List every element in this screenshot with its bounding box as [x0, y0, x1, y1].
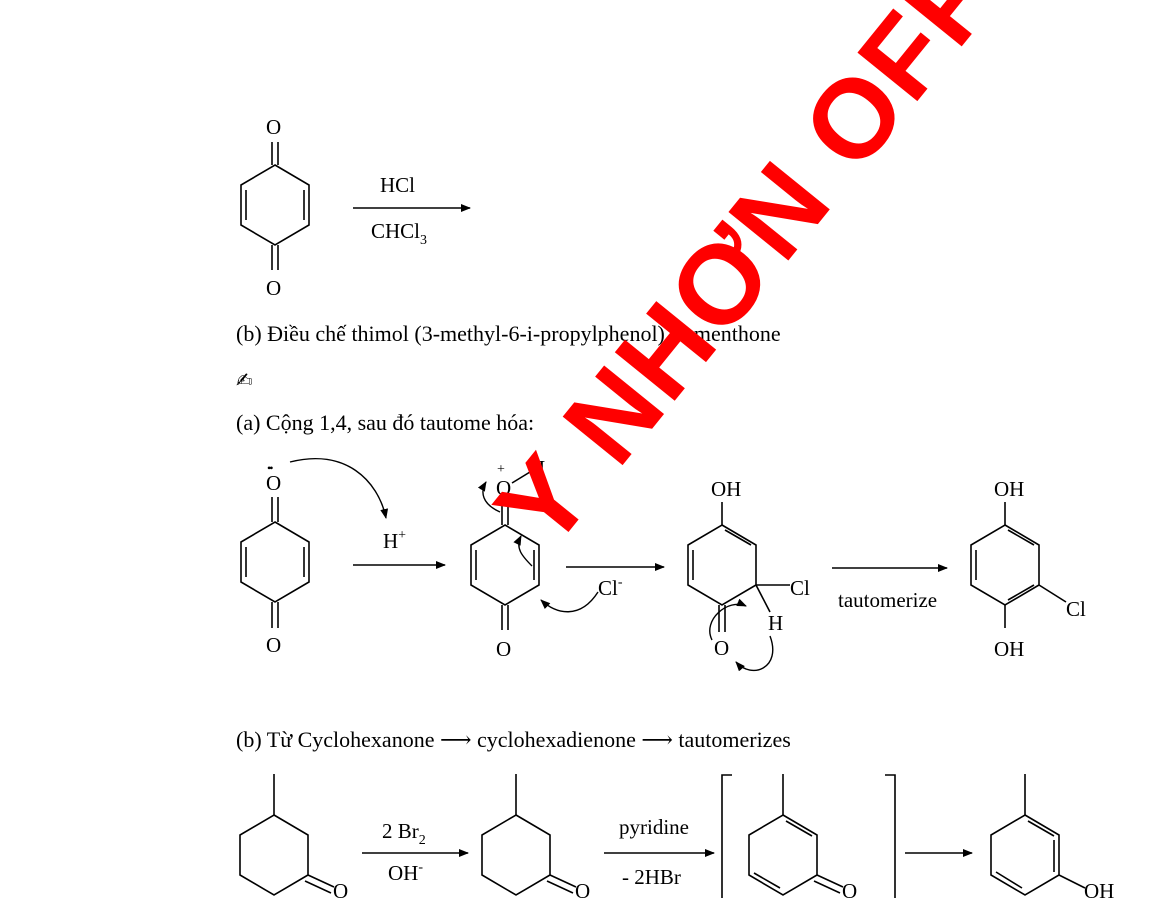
reagent-chcl3: CHCl3 [371, 219, 427, 248]
benzoquinone-1: •• O O [240, 457, 389, 657]
reagent-hydroxide: OH- [388, 860, 423, 885]
answer-b-prefix: (b) Từ Cyclohexanone [236, 727, 435, 752]
oxygen-label: O [266, 471, 281, 495]
plus-charge: + [497, 462, 505, 477]
proton-label: H+ [383, 528, 406, 553]
hydroxyl-label: OH [1084, 879, 1114, 898]
chlorohydroquinone: OH Cl OH [970, 477, 1086, 661]
arrow-glyph-1: ⟶ [439, 728, 472, 753]
oxygen-label: O [842, 879, 857, 898]
dibromoketone: O [481, 774, 590, 898]
oxygen-label: O [714, 636, 729, 660]
hydroxyl-label: OH [994, 477, 1024, 501]
cyclohexadienone-bracketed: O [721, 774, 896, 898]
pen-icon: ✍ [236, 368, 253, 392]
hydrogen-label: H [530, 456, 545, 480]
arrow-glyph-2: ⟶ [641, 728, 673, 753]
oxygen-label: O [496, 476, 511, 500]
oxygen-label: O [266, 115, 281, 139]
oxygen-label: O [496, 637, 511, 661]
arrow-step-3: tautomerize [832, 564, 948, 612]
lone-pair-dots: •• [267, 461, 273, 475]
reagent-hcl: HCl [380, 173, 415, 197]
hydroxyl-label: OH [711, 477, 741, 501]
arrow-elimination: pyridine - 2HBr [604, 815, 715, 889]
hydrogen-label: H [768, 611, 783, 635]
chloride-label: Cl- [598, 575, 623, 600]
chlorine-label: Cl [1066, 597, 1086, 621]
arrow-bromination: 2 Br2 OH- [362, 819, 469, 885]
answer-b-mid: cyclohexadienone [477, 727, 636, 752]
reagent-pyridine: pyridine [619, 815, 689, 839]
answer-b-end: tautomerizes [678, 727, 791, 752]
chlorine-label: Cl [790, 576, 810, 600]
answer-a-text: (a) Cộng 1,4, sau đó tautome hóa: [236, 410, 535, 435]
benzoquinone-top: O O [240, 115, 310, 300]
chloro-intermediate: OH Cl H O [687, 477, 810, 672]
tautomerize-label: tautomerize [838, 588, 937, 612]
oxygen-label: O [575, 879, 590, 898]
arrow-step-1: H+ [353, 528, 446, 569]
meta-cresol: OH [990, 774, 1114, 898]
reagent-br2: 2 Br2 [382, 819, 426, 848]
reaction-arrow-top: HCl CHCl3 [353, 173, 471, 248]
answer-b-text: (b) Từ Cyclohexanone ⟶ cyclohexadienone … [236, 727, 791, 753]
oxygen-label: O [266, 276, 281, 300]
oxygen-label: O [333, 879, 348, 898]
question-b-text: (b) Điều chế thimol (3-methyl-6-i-propyl… [236, 321, 781, 346]
reagent-minus-hbr: - 2HBr [622, 865, 681, 889]
oxygen-label: O [266, 633, 281, 657]
methylcyclohexanone: O [239, 774, 348, 898]
hydroxyl-label: OH [994, 637, 1024, 661]
protonated-quinone: + O H O Cl- [470, 456, 623, 661]
